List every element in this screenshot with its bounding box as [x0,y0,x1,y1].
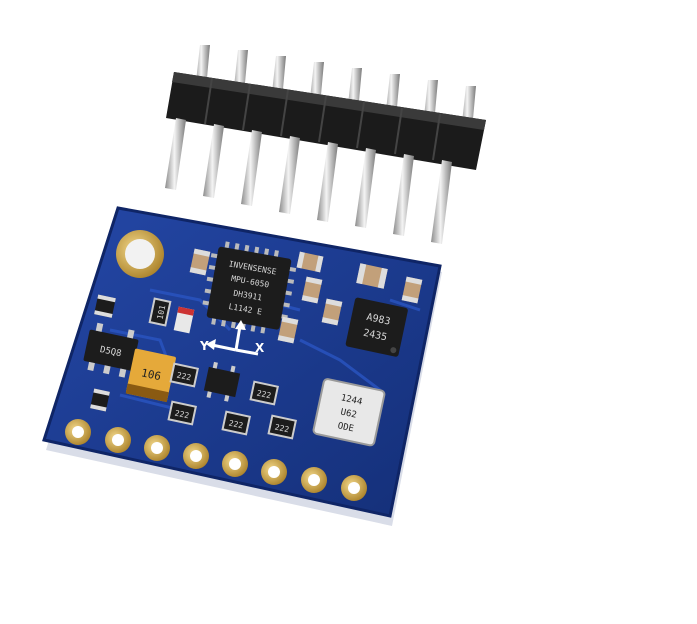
baro-line-2: U62 [340,408,358,421]
axis-x-label: X [255,341,265,355]
resistor-r5-code: 222 [274,423,290,435]
imu-chip: INVENSENSE MPU-6050 DH3911 L1142 E [202,241,297,334]
pin-header [165,45,486,244]
resistor-r4: 222 [249,380,280,406]
barometer-sensor: 1244 U62 ODE [312,378,386,447]
tantalum-label: 106 [140,366,162,383]
magnetometer-chip: A983 2435 [345,297,408,357]
solder-pad-4 [183,443,209,469]
header-plastic-strip [166,72,486,170]
small-ic [203,361,241,402]
mag-chip-line-1: A983 [365,312,391,328]
tantalum-capacitor: 106 [125,348,176,403]
ceramic-capacitors [90,248,423,412]
resistor-r2: 222 [167,400,198,426]
resistor-r1-code: 222 [176,371,192,383]
axis-indicator: Y X [199,320,265,356]
pcb-traces [109,288,421,412]
solder-pad-3 [144,435,170,461]
solder-pads [65,419,367,501]
resistor-r1: 222 [169,362,200,388]
resistor-r5: 222 [267,414,298,440]
axis-y-label: Y [199,339,209,353]
resistor-r3-code: 222 [228,419,244,431]
mounting-hole [116,230,164,278]
mag-chip-line-2: 2435 [362,328,388,344]
solder-pad-8 [341,475,367,501]
header-pins-bottom [165,118,452,244]
regulator-label: D5Q8 [99,345,122,359]
solder-pad-1 [65,419,91,445]
resistor-r6: 101 [148,297,172,327]
solder-pad-6 [261,459,287,485]
resistor-r3: 222 [221,410,252,436]
solder-pad-5 [222,451,248,477]
voltage-regulator: D5Q8 [83,322,139,378]
resistor-r6-code: 101 [156,304,168,320]
resistor-r4-code: 222 [256,389,272,401]
solder-pad-7 [301,467,327,493]
solder-pad-2 [105,427,131,453]
baro-line-1: 1244 [340,393,363,407]
baro-line-3: ODE [337,421,355,434]
resistor-r2-code: 222 [174,409,190,421]
